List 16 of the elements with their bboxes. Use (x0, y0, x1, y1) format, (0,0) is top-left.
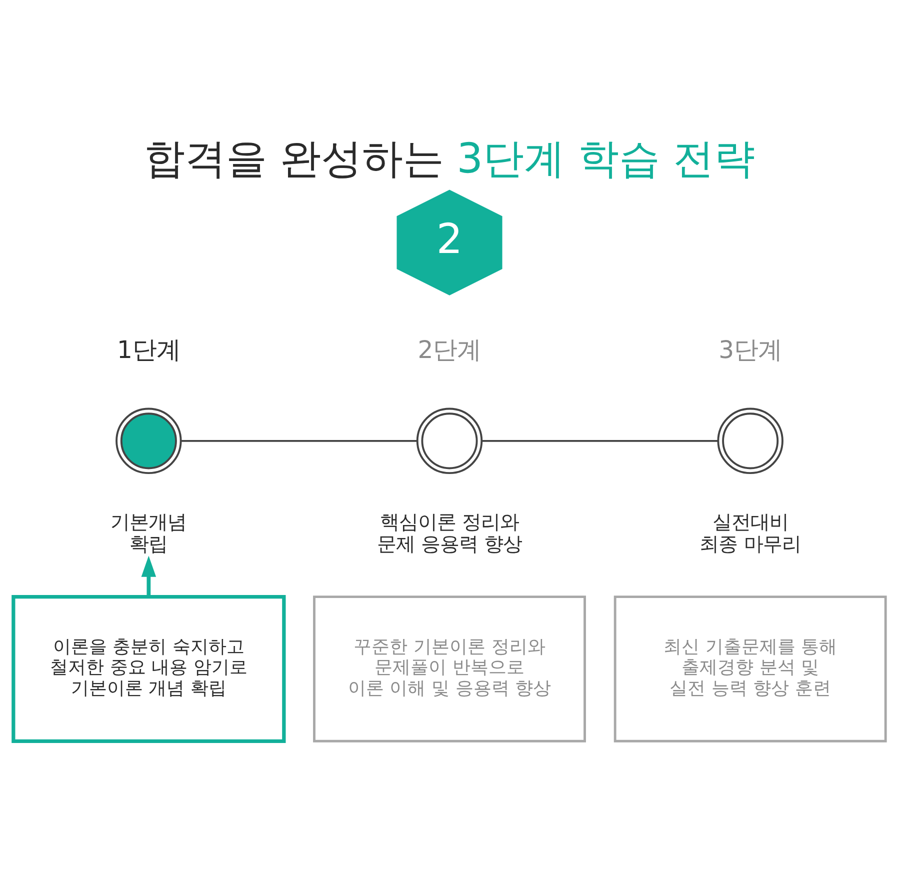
node-box: 꾸준한 기본이론 정리와 문제풀이 반복으로 이론 이해 및 응용력 향상 (313, 596, 586, 742)
diagram-title: 합격을 완성하는 3단계 학습 전략 (144, 134, 756, 182)
node-circle (717, 408, 784, 474)
node-box: 이론을 충분히 숙지하고 철저한 중요 내용 암기로 기본이론 개념 확립 (12, 594, 286, 743)
node-label: 핵심이론 정리와 문제 응용력 향상 (376, 510, 522, 556)
connector (180, 440, 417, 442)
connector (482, 440, 718, 442)
node-box: 최신 기출문제를 통해 출제경향 분석 및 실전 능력 향상 훈련 (614, 596, 887, 742)
node-circle (116, 408, 182, 474)
node-label: 실전대비 최종 마무리 (700, 510, 801, 556)
node-circle (416, 408, 483, 474)
arrow (141, 556, 156, 597)
node-label: 3단계 (718, 334, 782, 364)
node-label: 2단계 (418, 334, 482, 364)
node-text: 기본개념 확립 (110, 510, 187, 556)
node-label: 1단계 (116, 334, 180, 364)
